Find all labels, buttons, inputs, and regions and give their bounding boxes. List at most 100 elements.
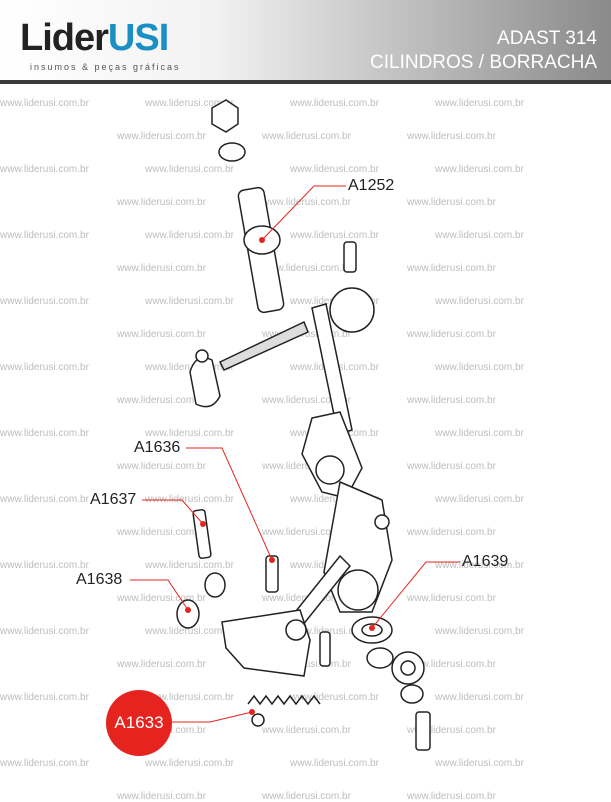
washer-lower bbox=[366, 647, 394, 669]
watermark-text: www.liderusi.com.br bbox=[145, 560, 234, 571]
watermark-text: www.liderusi.com.br bbox=[0, 428, 89, 439]
side-stud bbox=[319, 631, 331, 667]
upper-bracket bbox=[301, 411, 363, 499]
top-nut bbox=[211, 99, 239, 133]
ball-bearing-inner bbox=[400, 660, 416, 676]
watermark-text: www.liderusi.com.br bbox=[117, 593, 206, 604]
watermark-text: www.liderusi.com.br bbox=[262, 395, 351, 406]
watermark-text: www.liderusi.com.br bbox=[435, 164, 524, 175]
watermark-text: www.liderusi.com.br bbox=[407, 395, 496, 406]
watermark-text: www.liderusi.com.br bbox=[262, 329, 351, 340]
clevis-screw bbox=[195, 349, 209, 363]
callout-a1639: A1639 bbox=[462, 553, 509, 570]
header-bar bbox=[0, 0, 611, 80]
watermark-text: www.liderusi.com.br bbox=[435, 560, 524, 571]
brand-name-part2: USI bbox=[107, 17, 169, 59]
watermark-text: www.liderusi.com.br bbox=[435, 98, 524, 109]
watermark-text: www.liderusi.com.br bbox=[0, 98, 89, 109]
watermark-text: www.liderusi.com.br bbox=[117, 263, 206, 274]
watermark-text: www.liderusi.com.br bbox=[117, 527, 206, 538]
watermark-text: www.liderusi.com.br bbox=[290, 164, 379, 175]
watermark-text: www.liderusi.com.br bbox=[145, 362, 234, 373]
watermark-text: www.liderusi.com.br bbox=[407, 725, 496, 736]
callout-a1252: A1252 bbox=[348, 177, 395, 194]
watermark-text: www.liderusi.com.br bbox=[117, 791, 206, 802]
leader-a1637 bbox=[142, 499, 204, 525]
watermark-text: www.liderusi.com.br bbox=[117, 395, 206, 406]
watermark-text: www.liderusi.com.br bbox=[262, 527, 351, 538]
watermark-text: www.liderusi.com.br bbox=[262, 461, 351, 472]
watermark-text: www.liderusi.com.br bbox=[435, 362, 524, 373]
watermark-text: www.liderusi.com.br bbox=[117, 461, 206, 472]
watermark-text: www.liderusi.com.br bbox=[262, 263, 351, 274]
callout-a1633-badge: A1633 bbox=[106, 690, 172, 756]
watermark-text: www.liderusi.com.br bbox=[0, 560, 89, 571]
watermark-text: www.liderusi.com.br bbox=[0, 164, 89, 175]
small-screw bbox=[343, 241, 357, 273]
watermark-text: www.liderusi.com.br bbox=[262, 197, 351, 208]
watermark-text: www.liderusi.com.br bbox=[435, 230, 524, 241]
watermark-text: www.liderusi.com.br bbox=[145, 758, 234, 769]
watermark-text: www.liderusi.com.br bbox=[145, 296, 234, 307]
section-title: CILINDROS / BORRACHA bbox=[370, 52, 597, 73]
spring-washer bbox=[251, 713, 265, 727]
leader-a1636 bbox=[186, 447, 273, 561]
leader-a1639 bbox=[371, 561, 460, 629]
watermark-text: www.liderusi.com.br bbox=[117, 131, 206, 142]
lever-bolt bbox=[374, 514, 390, 530]
watermark-text: www.liderusi.com.br bbox=[407, 329, 496, 340]
watermark-text: www.liderusi.com.br bbox=[407, 791, 496, 802]
bushing-top bbox=[204, 572, 226, 598]
brand-logo: LiderUSI bbox=[20, 17, 169, 59]
watermark-text: www.liderusi.com.br bbox=[407, 263, 496, 274]
cap-nut bbox=[400, 684, 424, 704]
watermark-text: www.liderusi.com.br bbox=[0, 692, 89, 703]
watermark-text: www.liderusi.com.br bbox=[407, 461, 496, 472]
brand-name-part1: Lider bbox=[20, 17, 109, 59]
leader-a1252 bbox=[261, 185, 346, 241]
watermark-text: www.liderusi.com.br bbox=[407, 131, 496, 142]
callout-a1637: A1637 bbox=[90, 491, 137, 508]
watermark-text: www.liderusi.com.br bbox=[0, 296, 89, 307]
watermark-text: www.liderusi.com.br bbox=[145, 494, 234, 505]
watermark-text: www.liderusi.com.br bbox=[145, 98, 234, 109]
watermark-text: www.liderusi.com.br bbox=[0, 758, 89, 769]
spring-a1633 bbox=[247, 694, 321, 706]
round-knob bbox=[329, 287, 375, 333]
long-rod bbox=[311, 303, 353, 435]
watermark-text: www.liderusi.com.br bbox=[290, 626, 379, 637]
watermark-text: www.liderusi.com.br bbox=[145, 692, 234, 703]
watermark-text: www.liderusi.com.br bbox=[435, 758, 524, 769]
watermark-text: www.liderusi.com.br bbox=[0, 230, 89, 241]
watermark-text: www.liderusi.com.br bbox=[407, 197, 496, 208]
watermark-text: www.liderusi.com.br bbox=[290, 494, 379, 505]
watermark-text: www.liderusi.com.br bbox=[145, 428, 234, 439]
watermark-text: www.liderusi.com.br bbox=[117, 659, 206, 670]
watermark-text: www.liderusi.com.br bbox=[435, 692, 524, 703]
watermark-text: www.liderusi.com.br bbox=[262, 791, 351, 802]
leader-a1633 bbox=[172, 711, 253, 723]
watermark-text: www.liderusi.com.br bbox=[290, 98, 379, 109]
bracket-hole bbox=[315, 455, 345, 485]
brand-tagline: insumos & peças gráficas bbox=[30, 62, 181, 72]
watermark-text: www.liderusi.com.br bbox=[262, 131, 351, 142]
watermark-text: www.liderusi.com.br bbox=[145, 164, 234, 175]
pin-a1636 bbox=[265, 555, 279, 593]
top-washer bbox=[218, 142, 246, 162]
header-divider bbox=[0, 80, 611, 84]
watermark-text: www.liderusi.com.br bbox=[290, 230, 379, 241]
watermark-text: www.liderusi.com.br bbox=[0, 362, 89, 373]
watermark-text: www.liderusi.com.br bbox=[407, 593, 496, 604]
watermark-text: www.liderusi.com.br bbox=[145, 230, 234, 241]
pin-a1637 bbox=[192, 509, 212, 559]
hatched-arm bbox=[218, 320, 309, 371]
watermark-text: www.liderusi.com.br bbox=[117, 197, 206, 208]
machine-model-title: ADAST 314 bbox=[497, 28, 597, 49]
callout-a1638: A1638 bbox=[76, 571, 123, 588]
base-hole bbox=[285, 619, 307, 641]
clevis bbox=[189, 357, 221, 408]
watermark-text: www.liderusi.com.br bbox=[435, 494, 524, 505]
watermark-text: www.liderusi.com.br bbox=[262, 725, 351, 736]
watermark-text: www.liderusi.com.br bbox=[0, 626, 89, 637]
